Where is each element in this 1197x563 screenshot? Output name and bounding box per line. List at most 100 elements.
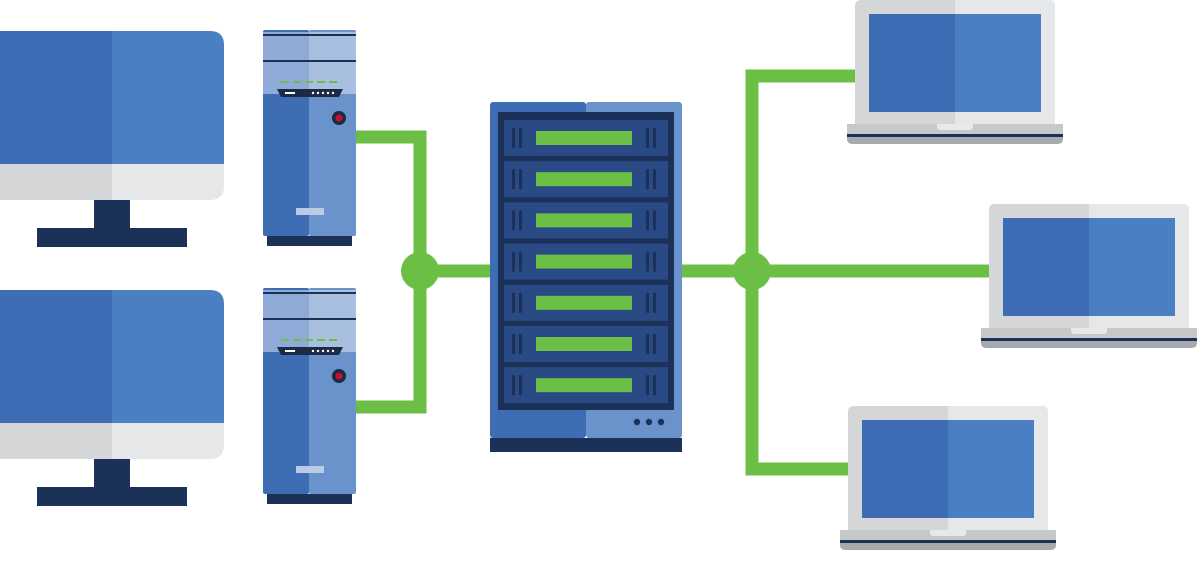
tower-panel-highlight: [309, 320, 356, 352]
laptop-base-foot: [847, 137, 1063, 144]
rack-drive-led: [536, 172, 632, 187]
tower-drive-bay-highlight: [309, 32, 356, 62]
tower-port-dot: [316, 91, 320, 95]
tower-led: [305, 339, 313, 341]
rack-vent: [653, 251, 656, 272]
laptop-base-foot: [840, 543, 1056, 550]
tower-port-dot: [326, 349, 330, 353]
rack-vent: [512, 169, 515, 190]
tower-panel-highlight: [309, 62, 356, 94]
tower-drive-bay-highlight: [309, 290, 356, 320]
tower-drive-bay: [263, 290, 309, 320]
tower-panel: [263, 320, 309, 352]
laptop-trackpad-notch: [1071, 328, 1107, 334]
tower-led: [281, 81, 289, 83]
rack-vent: [646, 210, 649, 231]
hub-right-node: [733, 252, 771, 290]
rack-vent: [646, 292, 649, 313]
rack-vent: [519, 292, 522, 313]
rack-vent: [519, 128, 522, 148]
monitor-bezel: [0, 164, 112, 200]
laptop-screen: [862, 420, 948, 518]
tower-bay-line: [263, 60, 356, 62]
monitor-screen-highlight: [112, 31, 224, 164]
tower-bottom: [263, 288, 356, 504]
rack-vent: [646, 334, 649, 354]
laptop-trackpad-notch: [930, 530, 966, 536]
rack-base: [490, 438, 682, 452]
tower-port-dot: [311, 91, 315, 95]
tower-port-dot: [321, 349, 325, 353]
tower-port-dot: [326, 91, 330, 95]
rack-vent: [646, 128, 649, 148]
connection-line: [356, 271, 427, 414]
monitor-stand-neck: [94, 459, 130, 487]
rack-vent: [519, 210, 522, 231]
tower-port-dot: [331, 349, 335, 353]
connection-lines: [356, 69, 990, 476]
rack-drive-led: [536, 378, 632, 393]
rack-vent: [519, 251, 522, 272]
rack-vent: [512, 210, 515, 231]
rack-vent: [512, 334, 515, 354]
tower-port-slot: [285, 92, 295, 94]
laptop-base-stripe: [847, 134, 1063, 137]
rack-vent: [653, 128, 656, 148]
tower-led: [281, 339, 289, 341]
monitor-screen: [0, 31, 112, 164]
laptop-middle: [981, 204, 1197, 348]
rack-drive-led: [536, 213, 632, 228]
power-button-light: [335, 114, 343, 122]
rack-vent: [653, 210, 656, 231]
laptop-screen-highlight: [948, 420, 1034, 518]
tower-bay-line: [263, 318, 356, 320]
laptop-base-stripe: [840, 540, 1056, 543]
monitor-stand-base: [37, 487, 187, 506]
tower-port-strip: [277, 89, 343, 97]
rack-status-dot: [633, 418, 641, 426]
tower-port-dot: [316, 349, 320, 353]
tower-led: [293, 339, 301, 341]
tower-port-strip: [277, 347, 343, 355]
rack-drive-led: [536, 254, 632, 269]
rack-vent: [646, 251, 649, 272]
tower-led: [317, 339, 325, 341]
tower-panel: [263, 62, 309, 94]
monitor-screen-highlight: [112, 290, 224, 423]
laptop-bottom: [840, 406, 1056, 550]
tower-led: [305, 81, 313, 83]
tower-front-slot: [296, 208, 324, 215]
connection-line: [745, 271, 848, 476]
rack-drive-led: [536, 131, 632, 145]
tower-led: [329, 81, 337, 83]
rack-drive-led: [536, 295, 632, 310]
rack-vent: [512, 375, 515, 396]
connection-line: [745, 69, 856, 271]
monitor-screen: [0, 290, 112, 423]
rack-vent: [519, 375, 522, 396]
tower-port-dot: [331, 91, 335, 95]
rack-drive-led: [536, 337, 632, 351]
rack-vent: [653, 375, 656, 396]
monitor-bottom: [0, 290, 224, 506]
connection-line: [356, 130, 427, 271]
rack-vent: [519, 169, 522, 190]
tower-bay-line: [263, 34, 356, 36]
monitor-bezel-highlight: [112, 164, 224, 200]
tower-led: [317, 81, 325, 83]
rack-vent: [519, 334, 522, 354]
tower-port-dot: [311, 349, 315, 353]
monitor-bezel-highlight: [112, 423, 224, 459]
tower-base: [267, 236, 352, 246]
tower-base: [267, 494, 352, 504]
laptop-screen: [869, 14, 955, 112]
rack-status-dot: [645, 418, 653, 426]
tower-top: [263, 30, 356, 246]
tower-drive-bay: [263, 32, 309, 62]
tower-port-dot: [321, 91, 325, 95]
tower-led: [293, 81, 301, 83]
rack-vent: [653, 169, 656, 190]
rack-vent: [646, 375, 649, 396]
monitor-stand-neck: [94, 200, 130, 228]
